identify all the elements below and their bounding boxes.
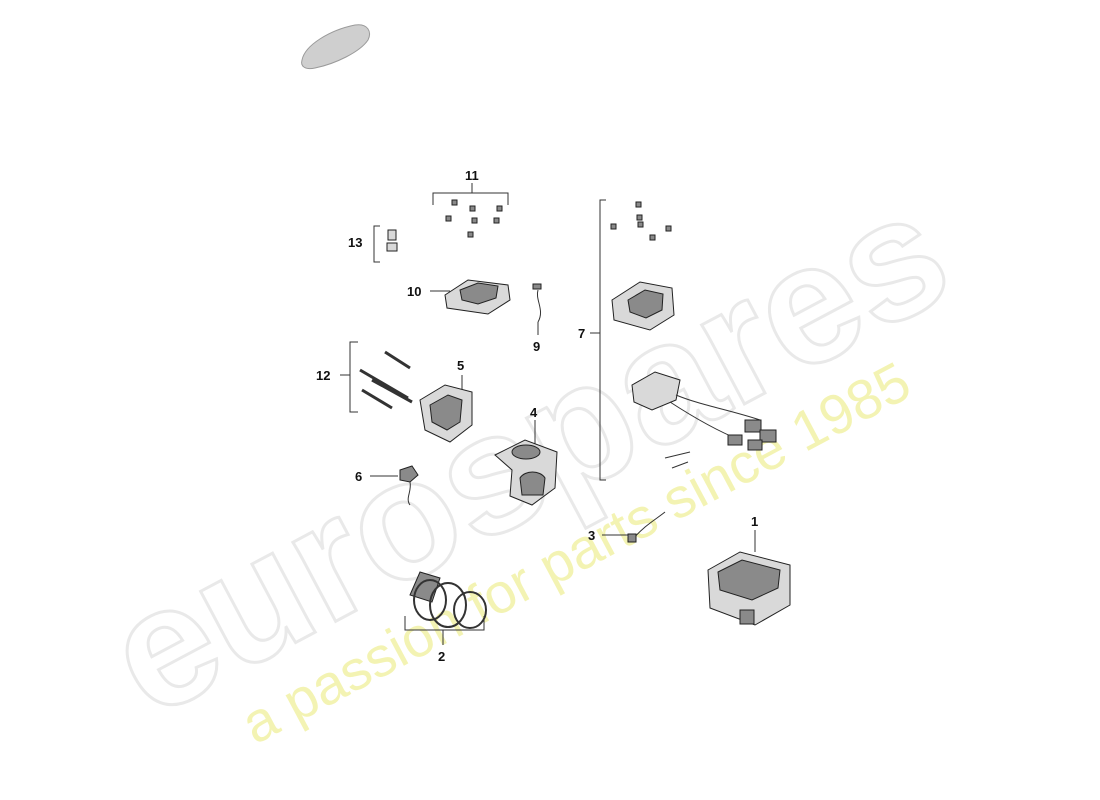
part-6-sensor[interactable]	[370, 465, 419, 506]
callout-2[interactable]: 2	[438, 649, 445, 664]
callout-1[interactable]: 1	[751, 514, 758, 529]
part-11-screws[interactable]	[432, 183, 509, 238]
car-silhouette-icon	[301, 24, 370, 70]
part-10-cover[interactable]	[430, 279, 511, 315]
callout-10[interactable]: 10	[407, 284, 421, 299]
callout-6[interactable]: 6	[355, 469, 362, 484]
part-3-hose[interactable]	[602, 511, 666, 543]
part-7-control-unit-assembly[interactable]	[590, 199, 777, 481]
callout-labels: 1 2 3 4 5 6 7 9 10 11 12 13	[316, 168, 758, 664]
callout-7[interactable]: 7	[578, 326, 585, 341]
part-12-bolts[interactable]	[340, 341, 413, 413]
part-5-housing[interactable]	[419, 375, 473, 443]
part-1-heater-unit[interactable]	[707, 530, 791, 626]
part-13-nuts[interactable]	[373, 225, 398, 263]
part-4-pump-housing[interactable]	[494, 420, 558, 506]
callout-9[interactable]: 9	[533, 339, 540, 354]
callout-5[interactable]: 5	[457, 358, 464, 373]
callout-11[interactable]: 11	[465, 168, 479, 183]
callout-4[interactable]: 4	[530, 405, 538, 420]
callout-3[interactable]: 3	[588, 528, 595, 543]
part-2-seals[interactable]	[404, 571, 487, 645]
callout-12[interactable]: 12	[316, 368, 330, 383]
callout-13[interactable]: 13	[348, 235, 362, 250]
part-9-hose[interactable]	[532, 283, 542, 335]
